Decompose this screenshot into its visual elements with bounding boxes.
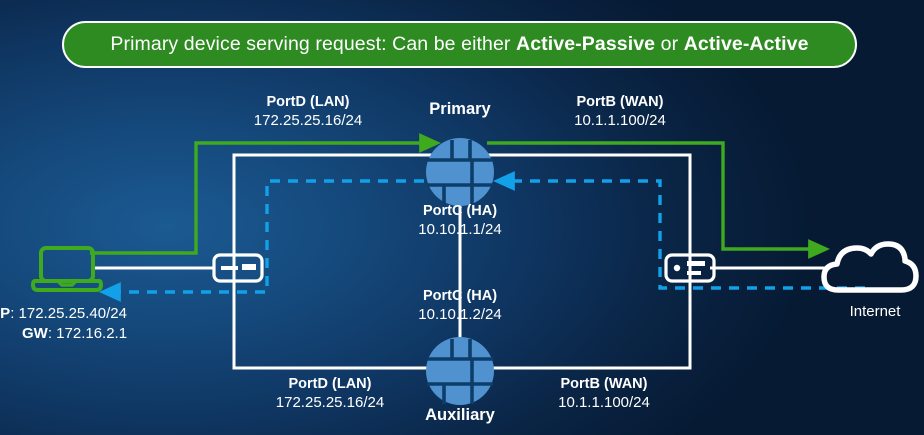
host-ip-colon: :: [10, 305, 19, 322]
label-primary-ha: PortC (HA) 10.10.1.1/24: [360, 203, 560, 239]
label-auxiliary-ha: PortC (HA) 10.10.1.2/24: [360, 288, 560, 324]
label-auxiliary-ha-port: PortC (HA): [422, 288, 498, 304]
banner-bold-active-passive: Active-Passive: [516, 33, 656, 55]
host-ip-key: IP: [0, 305, 11, 322]
host-gw-line: GW: 172.16.2.1: [0, 324, 127, 344]
label-primary-wan-port: PortB (WAN): [576, 94, 664, 110]
blue-path-internet-to-primary: [493, 171, 865, 290]
host-ip-line: IP: 172.25.25.40/24: [0, 304, 127, 324]
label-primary-lan-port: PortD (LAN): [266, 94, 350, 110]
link-auxiliary-to-right-switch: [460, 268, 692, 370]
device-label-primary: Primary: [429, 100, 491, 118]
blue-path-primary-to-host: [99, 179, 424, 302]
link-left-switch-to-primary: [232, 153, 460, 268]
label-primary-lan-ip: 172.25.25.16/24: [253, 111, 363, 129]
device-label-auxiliary: Auxiliary: [425, 406, 495, 424]
label-auxiliary-ha-ip: 10.10.1.2/24: [418, 305, 502, 323]
link-left-switch-to-auxiliary: [232, 268, 460, 370]
switch-icon-left[interactable]: [212, 253, 264, 283]
cloud-label-internet: Internet: [849, 303, 901, 320]
host-gw-value: 172.16.2.1: [56, 325, 128, 343]
label-primary-wan: PortB (WAN) 10.1.1.100/24: [520, 94, 720, 130]
firewall-circle-icon-primary[interactable]: [426, 138, 494, 206]
host-ip-value: 172.25.25.40/24: [18, 305, 127, 322]
link-primary-to-right-switch: [460, 153, 692, 268]
label-auxiliary-lan-port: PortD (LAN): [288, 376, 372, 392]
banner-prefix: Primary device serving request: Can be e…: [110, 33, 517, 55]
banner-middle: or: [655, 33, 684, 55]
label-auxiliary-wan-port: PortB (WAN): [560, 376, 648, 392]
label-auxiliary-wan: PortB (WAN) 10.1.1.100/24: [504, 376, 704, 412]
label-primary-lan: PortD (LAN) 172.25.25.16/24: [208, 94, 408, 130]
label-primary-wan-ip: 10.1.1.100/24: [574, 111, 666, 129]
green-path-primary-to-internet: [487, 141, 830, 259]
banner-callout: Primary device serving request: Can be e…: [62, 21, 857, 68]
cloud-icon[interactable]: [821, 241, 919, 293]
host-ip-info: IP: 172.25.25.40/24 GW: 172.16.2.1: [0, 304, 127, 345]
laptop-icon[interactable]: [30, 246, 104, 292]
host-gw-key: GW: [22, 325, 48, 343]
switch-icon-right[interactable]: [664, 253, 716, 283]
label-auxiliary-lan-ip: 172.25.25.16/24: [275, 393, 385, 411]
host-gw-colon: :: [47, 325, 57, 343]
banner-bold-active-active: Active-Active: [683, 33, 809, 55]
label-primary-ha-ip: 10.10.1.1/24: [418, 220, 502, 238]
label-auxiliary-wan-ip: 10.1.1.100/24: [558, 393, 650, 411]
green-path-host-to-primary: [90, 133, 441, 255]
banner-text: Primary device serving request: Can be e…: [110, 33, 808, 56]
label-auxiliary-lan: PortD (LAN) 172.25.25.16/24: [230, 376, 430, 412]
firewall-circle-icon-auxiliary[interactable]: [426, 337, 494, 405]
label-primary-ha-port: PortC (HA): [422, 203, 498, 219]
